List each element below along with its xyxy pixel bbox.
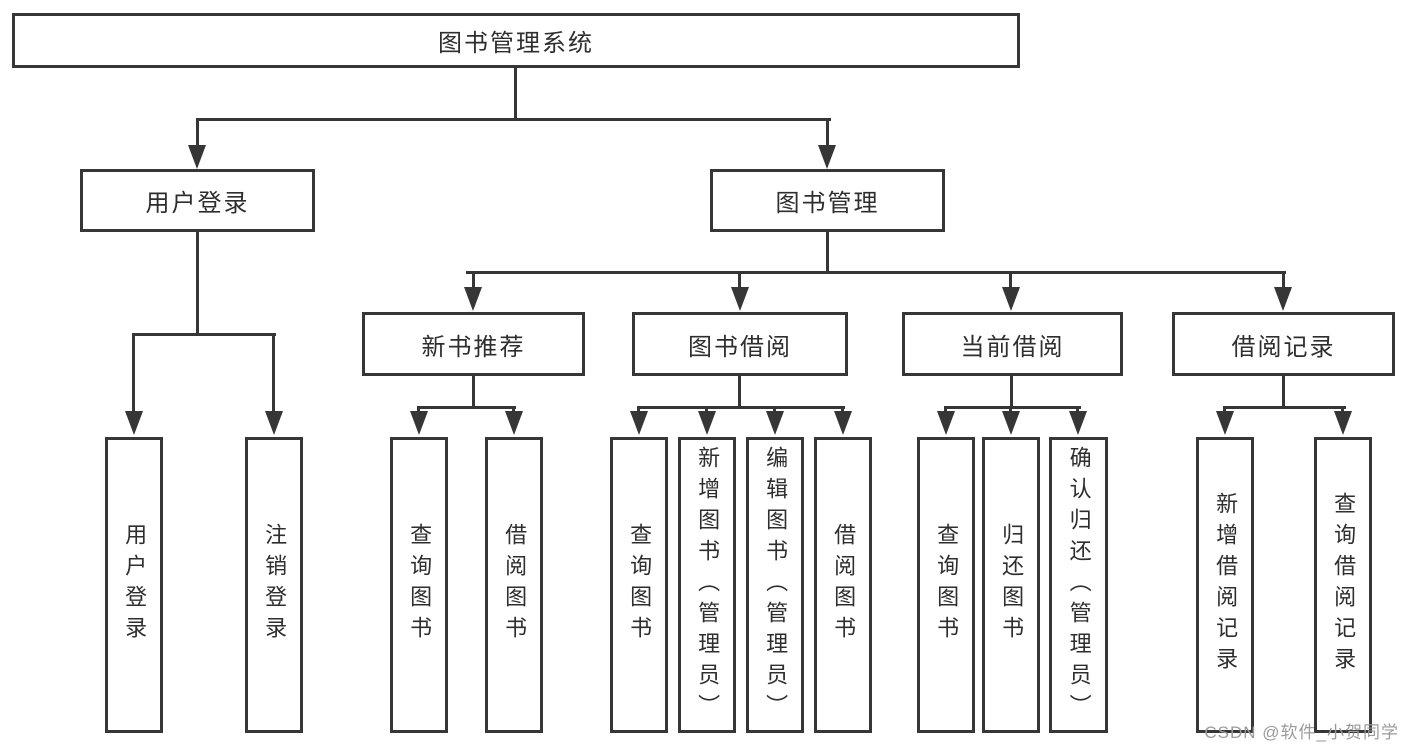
connector-mgmt-shaft-1 [472,271,475,288]
arrowhead-down-icon [505,411,523,435]
connector-recommend-stem [472,376,475,409]
arrowhead-down-icon [265,411,283,435]
leaf-edit-book-admin-label: 编辑图书（管理员） [763,445,789,725]
arrowhead-down-icon [937,411,955,435]
leaf-return-books-label: 归还图书 [999,523,1025,647]
leaf-confirm-return-admin-label: 确认归还（管理员） [1066,445,1092,725]
leaf-add-borrow-record-label: 新增借阅记录 [1213,492,1239,678]
node-book-management-label: 图书管理 [775,190,880,217]
arrowhead-down-icon [1274,287,1292,311]
connector-current-bar [944,406,1081,409]
leaf-query-borrow-record-label: 查询借阅记录 [1331,492,1357,678]
leaf-query-books-recommend-label: 查询图书 [407,523,433,647]
leaf-query-books-current-label: 查询图书 [934,523,960,647]
arrowhead-down-icon [1002,411,1020,435]
leaf-add-borrow-record: 新增借阅记录 [1196,437,1254,733]
arrowhead-down-icon [834,411,852,435]
connector-current-shaft-2 [1009,406,1012,414]
connector-root-bar [196,118,831,121]
connector-records-bar [1223,406,1346,409]
connector-records-shaft-1 [1223,406,1226,414]
arrowhead-down-icon [410,411,428,435]
node-borrow-records: 借阅记录 [1172,312,1395,376]
leaf-borrow-books: 借阅图书 [814,437,872,733]
connector-root-shaft-left [196,118,199,147]
leaf-add-book-admin: 新增图书（管理员） [678,437,736,733]
leaf-query-books-recommend: 查询图书 [390,437,448,733]
node-book-management: 图书管理 [710,169,945,232]
connector-current-shaft-3 [1076,406,1079,414]
connector-mgmt-shaft-3 [1009,271,1012,288]
leaf-query-books-borrow: 查询图书 [610,437,668,733]
connector-login-bar [132,333,276,336]
connector-root-shaft-right [826,118,829,147]
arrowhead-down-icon [1216,411,1234,435]
connector-records-shaft-2 [1341,406,1344,414]
node-book-borrow: 图书借阅 [632,312,848,376]
arrowhead-down-icon [1069,411,1087,435]
connector-current-stem [1010,376,1013,409]
connector-recommend-shaft-2 [512,406,515,414]
arrowhead-down-icon [1334,411,1352,435]
connector-login-stem [196,232,199,336]
node-current-borrow-label: 当前借阅 [960,333,1065,361]
csdn-watermark: CSDN @软件_小贺同学 [1204,723,1399,742]
node-borrow-records-label: 借阅记录 [1231,333,1336,361]
connector-root-stem [514,68,517,121]
arrowhead-down-icon [630,411,648,435]
connector-borrow-shaft-3 [773,406,776,414]
node-new-book-recommend: 新书推荐 [362,312,585,376]
arrowhead-down-icon [818,145,836,169]
connector-current-shaft-1 [944,406,947,414]
arrowhead-down-icon [125,411,143,435]
leaf-return-books: 归还图书 [982,437,1040,733]
leaf-confirm-return-admin: 确认归还（管理员） [1049,437,1108,733]
arrowhead-down-icon [464,287,482,311]
leaf-query-books-borrow-label: 查询图书 [627,523,653,647]
connector-borrow-bar [637,406,845,409]
connector-borrow-shaft-2 [705,406,708,414]
arrowhead-down-icon [1002,287,1020,311]
leaf-logout: 注销登录 [245,437,303,733]
leaf-borrow-books-label: 借阅图书 [831,523,857,647]
leaf-add-book-admin-label: 新增图书（管理员） [695,445,721,725]
connector-recommend-shaft-1 [417,406,420,414]
node-current-borrow: 当前借阅 [902,312,1123,376]
node-user-login-label: 用户登录 [145,190,250,217]
node-root: 图书管理系统 [12,13,1020,68]
connector-login-shaft-2 [272,333,275,411]
arrowhead-down-icon [731,287,749,311]
leaf-query-books-current: 查询图书 [917,437,975,733]
connector-borrow-shaft-4 [841,406,844,414]
node-user-login: 用户登录 [80,169,315,232]
node-new-book-recommend-label: 新书推荐 [421,333,526,361]
leaf-edit-book-admin: 编辑图书（管理员） [746,437,804,733]
connector-borrow-stem [738,376,741,409]
connector-login-shaft-1 [132,333,135,411]
leaf-logout-label: 注销登录 [262,523,288,647]
arrowhead-down-icon [698,411,716,435]
node-root-label: 图书管理系统 [438,30,594,57]
node-book-borrow-label: 图书借阅 [688,333,792,361]
connector-borrow-shaft-1 [637,406,640,414]
leaf-user-login: 用户登录 [105,437,163,733]
arrowhead-down-icon [188,145,206,169]
connector-recommend-bar [417,406,516,409]
connector-records-stem [1282,376,1285,409]
arrowhead-down-icon [766,411,784,435]
leaf-user-login-label: 用户登录 [122,523,148,647]
leaf-query-borrow-record: 查询借阅记录 [1314,437,1372,733]
connector-mgmt-stem [826,232,829,274]
connector-mgmt-bar [466,271,1286,274]
leaf-borrow-books-recommend: 借阅图书 [485,437,543,733]
leaf-borrow-books-recommend-label: 借阅图书 [502,523,528,647]
connector-mgmt-shaft-4 [1282,271,1285,288]
connector-mgmt-shaft-2 [738,271,741,288]
